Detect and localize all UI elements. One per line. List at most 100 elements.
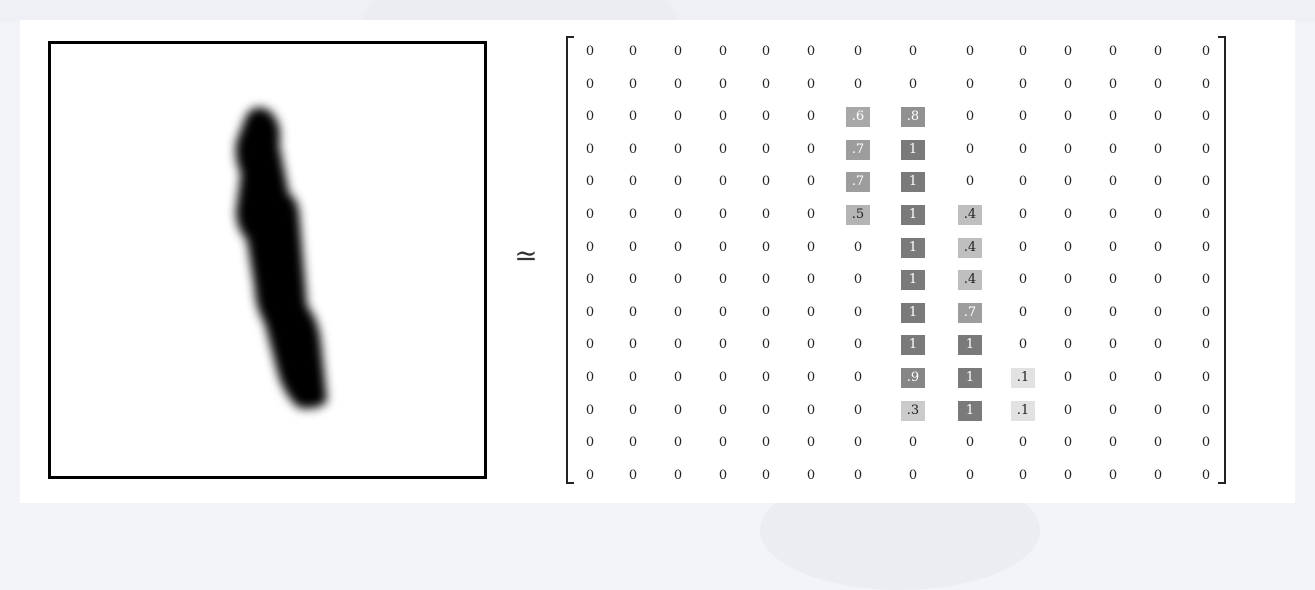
matrix-cell: 0 — [761, 239, 771, 255]
matrix-cell: 0 — [1063, 239, 1073, 255]
matrix-cell: 0 — [761, 467, 771, 483]
matrix-cell: 0 — [718, 467, 728, 483]
matrix-cell: 0 — [806, 272, 816, 288]
digit-one-stroke — [235, 107, 327, 409]
matrix-cell: 0 — [965, 76, 975, 92]
matrix-cell: 0 — [853, 44, 863, 59]
matrix-cell: 0 — [718, 174, 728, 190]
matrix-cell: 0 — [1018, 44, 1028, 59]
matrix-cell: 0 — [1063, 44, 1073, 59]
matrix-cell: 0 — [806, 337, 816, 353]
matrix-cell: 0 — [585, 44, 595, 59]
matrix-cell: 0 — [673, 272, 683, 288]
matrix-cell: 0 — [1063, 141, 1073, 157]
matrix-cell: 0 — [1201, 337, 1211, 353]
matrix-cell: 0 — [1063, 402, 1073, 418]
handwritten-digit-image — [48, 41, 487, 479]
matrix-cell: 0 — [628, 272, 638, 288]
matrix-cell: 0 — [761, 435, 771, 451]
matrix-cell: 0 — [853, 370, 863, 385]
matrix-cell: 0 — [1018, 207, 1028, 222]
matrix-cell: 1 — [958, 400, 982, 421]
matrix-cell: 0 — [1201, 370, 1211, 385]
matrix-cell: 0 — [853, 272, 863, 288]
matrix-cell: 0 — [673, 141, 683, 157]
matrix-cell: 0 — [806, 44, 816, 59]
matrix-cell: 0 — [908, 467, 918, 483]
matrix-cell: 0 — [1201, 435, 1211, 451]
matrix-cell: 0 — [1018, 141, 1028, 157]
matrix-cell: 0 — [1201, 174, 1211, 190]
matrix-cell: 0 — [585, 304, 595, 320]
matrix-cell: 0 — [1108, 272, 1118, 288]
matrix-cell: 0 — [1108, 337, 1118, 353]
matrix-cell: 0 — [806, 435, 816, 451]
matrix-cell: 0 — [965, 435, 975, 451]
matrix-cell: 0 — [1201, 141, 1211, 157]
matrix-cell: 0 — [806, 370, 816, 385]
matrix-cell: 0 — [673, 370, 683, 385]
matrix-cell: 0 — [1018, 337, 1028, 353]
matrix-cell: 0 — [761, 402, 771, 418]
matrix-cell: 0 — [761, 44, 771, 59]
matrix-cell: .7 — [958, 302, 982, 323]
matrix-cell: 0 — [853, 467, 863, 483]
matrix-cell: 0 — [718, 304, 728, 320]
matrix-cell: 0 — [1063, 337, 1073, 353]
matrix-cell: 0 — [806, 402, 816, 418]
matrix-cell: 0 — [1153, 272, 1163, 288]
matrix-cell: 0 — [718, 272, 728, 288]
matrix-cell: 0 — [761, 174, 771, 190]
matrix-cell: 0 — [673, 109, 683, 125]
matrix-cell: 0 — [806, 76, 816, 92]
matrix-cell: 1 — [901, 270, 925, 291]
matrix-cell: 0 — [585, 402, 595, 418]
matrix-cell: 0 — [585, 76, 595, 92]
matrix-cell: 0 — [718, 44, 728, 59]
matrix-cell: 0 — [1153, 370, 1163, 385]
matrix-cell: 0 — [1153, 435, 1163, 451]
matrix-cell: 0 — [718, 435, 728, 451]
matrix-cell: 0 — [1063, 370, 1073, 385]
matrix-cell: 0 — [1108, 76, 1118, 92]
matrix-cell: .1 — [1011, 368, 1035, 388]
matrix-cell: .4 — [958, 205, 982, 225]
matrix-cell: 0 — [761, 337, 771, 353]
matrix-cell: 0 — [1201, 304, 1211, 320]
matrix-cell: 0 — [1063, 76, 1073, 92]
matrix-cell: 0 — [628, 337, 638, 353]
matrix-cell: 0 — [628, 402, 638, 418]
matrix-cell: 0 — [965, 467, 975, 483]
matrix-cell: 1 — [958, 335, 982, 356]
matrix-cell: 0 — [806, 239, 816, 255]
matrix-cell: 0 — [806, 141, 816, 157]
matrix-cell: 0 — [628, 239, 638, 255]
matrix-cell: .1 — [1011, 400, 1035, 421]
matrix-cell: 0 — [1108, 44, 1118, 59]
matrix-cell: 0 — [853, 402, 863, 418]
matrix-cell: 0 — [1063, 109, 1073, 125]
matrix-cell: 0 — [761, 304, 771, 320]
matrix-cell: 1 — [901, 335, 925, 356]
matrix-cell: 0 — [1153, 44, 1163, 59]
matrix-cell: 0 — [1018, 76, 1028, 92]
matrix-cell: 0 — [628, 109, 638, 125]
matrix-cell: 0 — [673, 435, 683, 451]
matrix-cell: 0 — [1063, 174, 1073, 190]
matrix-cell: 0 — [673, 207, 683, 222]
matrix-cell: 0 — [673, 304, 683, 320]
matrix-cell: 0 — [585, 337, 595, 353]
matrix-cell: 0 — [628, 174, 638, 190]
matrix-cell: .4 — [958, 270, 982, 291]
matrix-cell: 0 — [1153, 337, 1163, 353]
matrix-cell: 0 — [585, 370, 595, 385]
matrix-cell: 0 — [853, 76, 863, 92]
matrix-cell: 0 — [853, 337, 863, 353]
matrix-cell: 0 — [965, 109, 975, 125]
matrix-cell: 0 — [673, 44, 683, 59]
matrix-cell: 1 — [901, 302, 925, 323]
matrix-cell: 0 — [628, 435, 638, 451]
matrix-cell: 0 — [1201, 467, 1211, 483]
matrix-cell: 0 — [1018, 174, 1028, 190]
matrix-cell: 0 — [718, 370, 728, 385]
